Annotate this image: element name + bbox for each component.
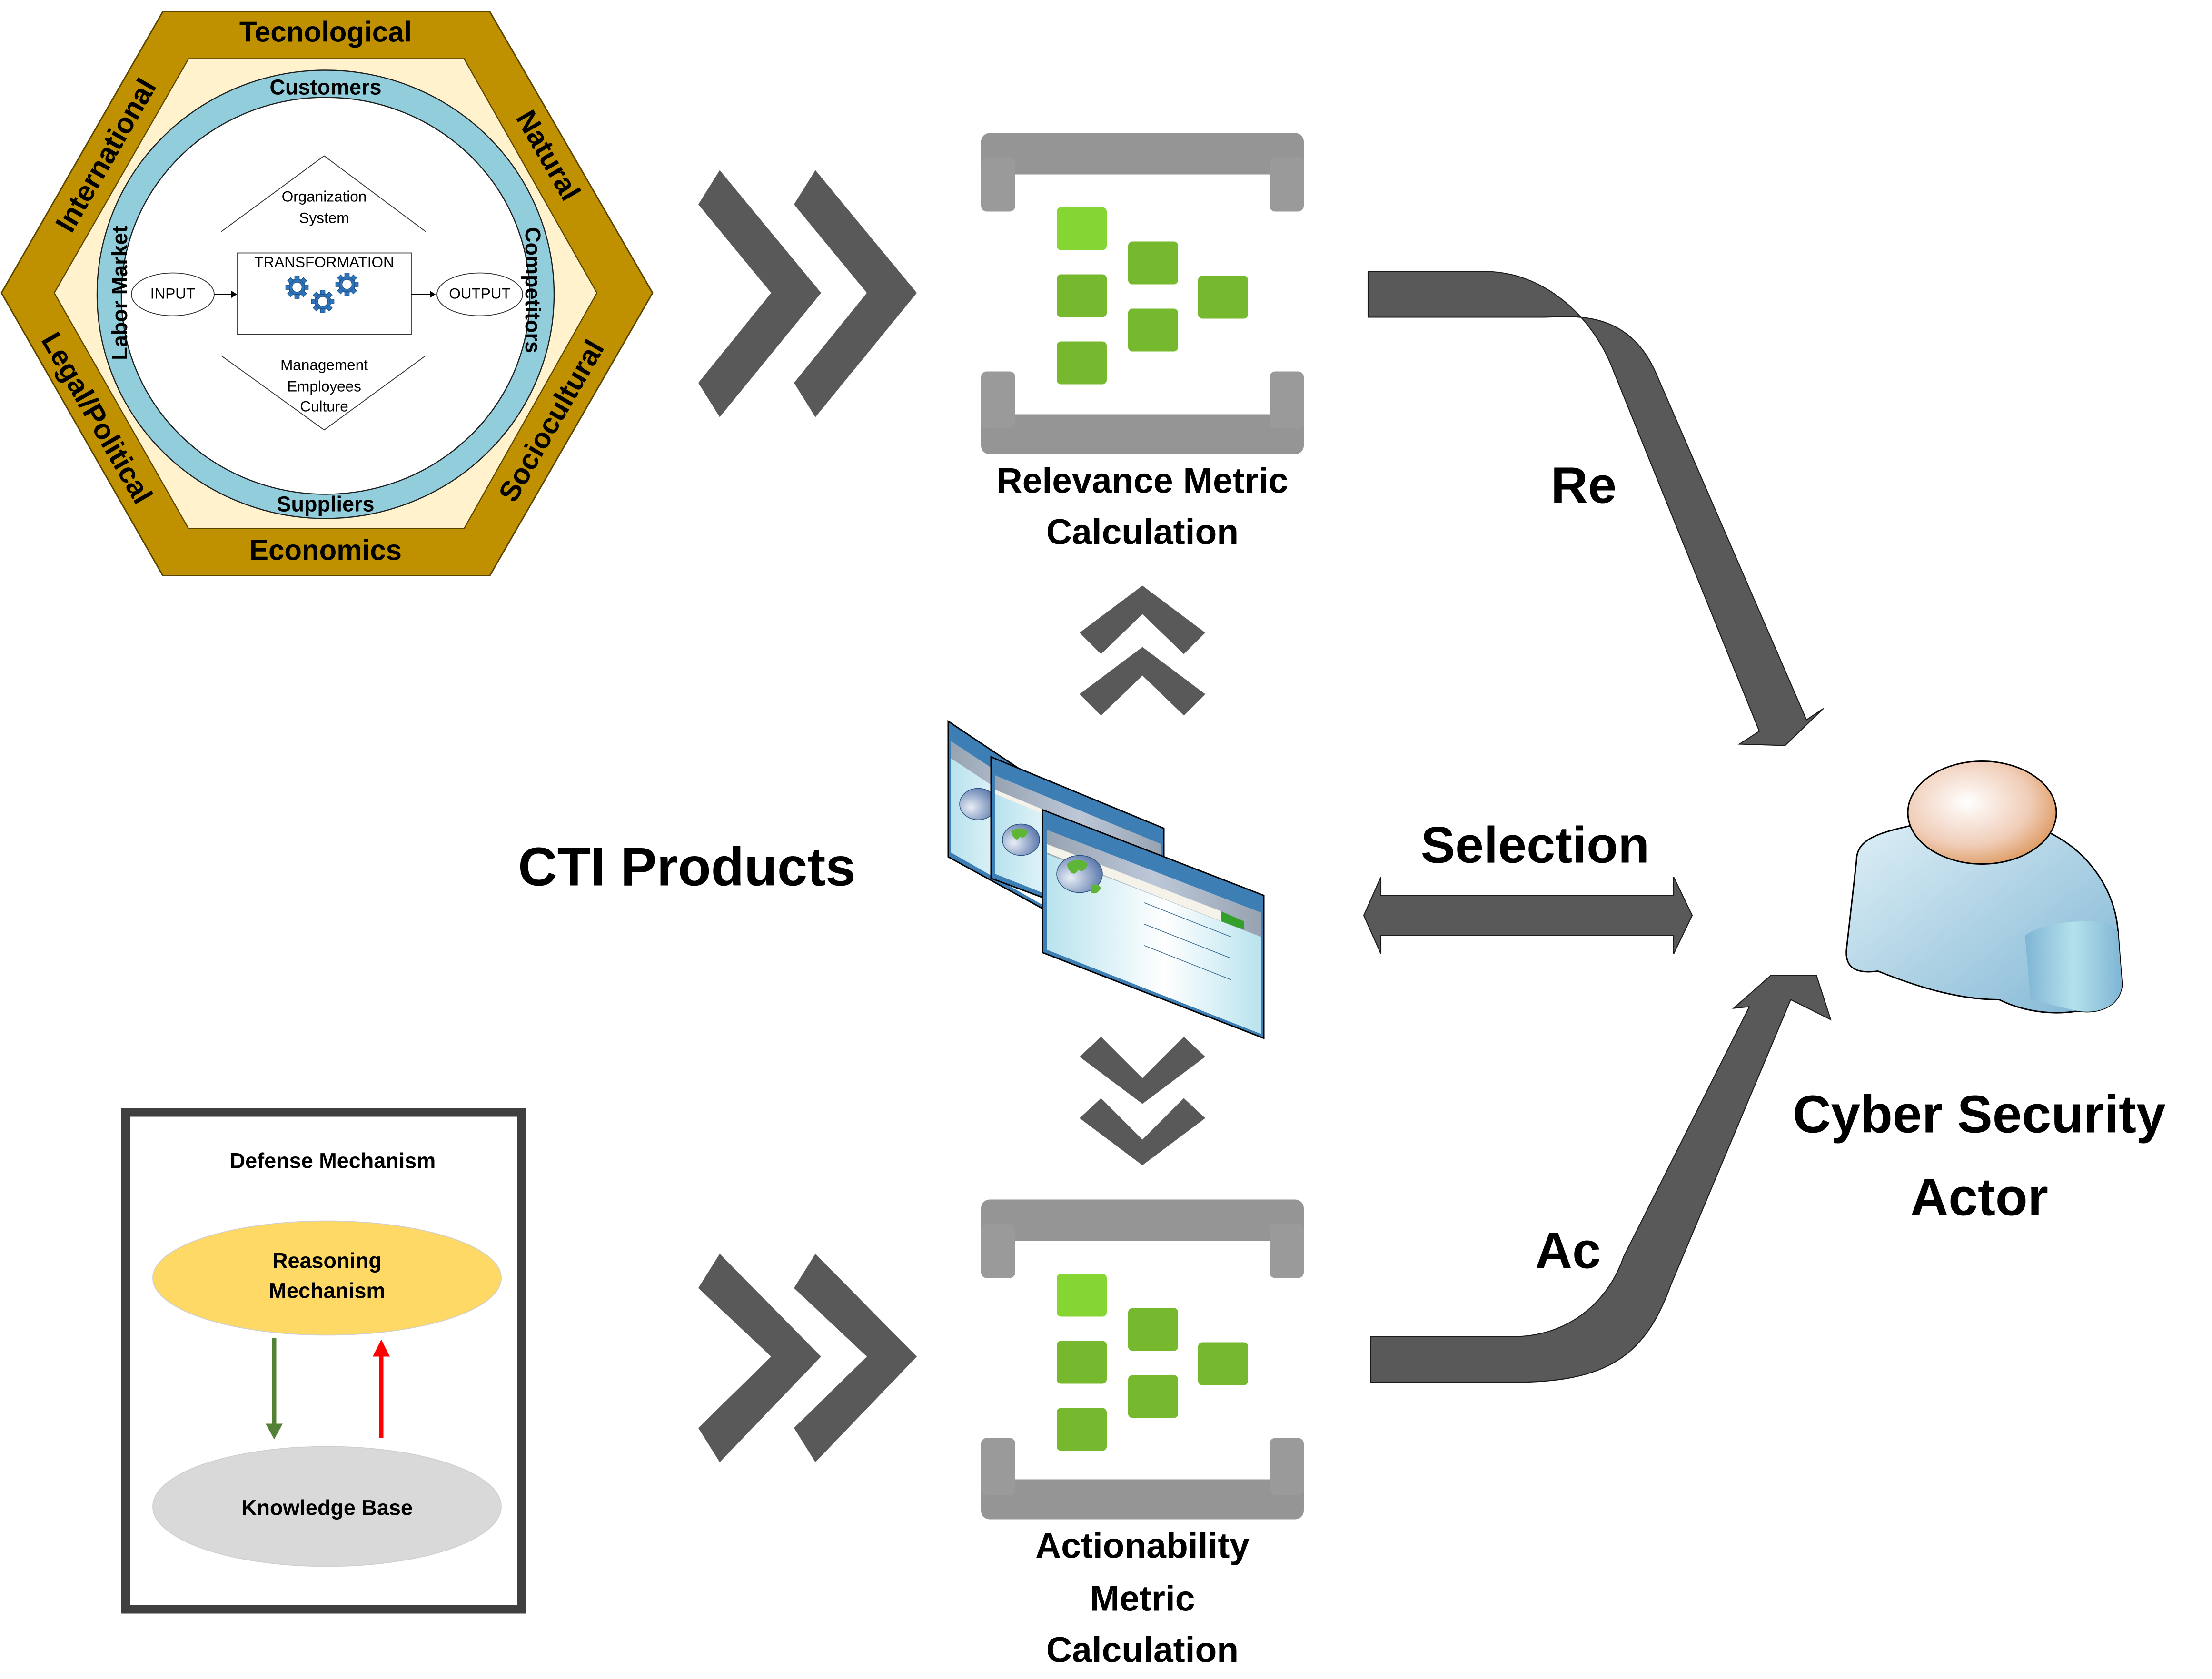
actionability-arrow bbox=[1370, 975, 1832, 1383]
input-label: INPUT bbox=[150, 285, 196, 302]
selection-arrow bbox=[1363, 877, 1693, 954]
upper-triangle-line-2: System bbox=[299, 209, 349, 227]
environment-model: Tecnological Economics International Nat… bbox=[0, 10, 654, 576]
lower-triangle-line-2: Employees bbox=[287, 378, 361, 395]
user-icon bbox=[1845, 760, 2123, 1014]
user-arm bbox=[2025, 921, 2122, 1012]
ring-label-bottom: Suppliers bbox=[277, 492, 374, 516]
actor-label-line-2: Actor bbox=[1910, 1168, 2048, 1227]
ring-label-top: Customers bbox=[269, 75, 381, 99]
selection-label: Selection bbox=[1421, 816, 1649, 874]
lower-triangle-line-3: Culture bbox=[300, 398, 348, 415]
query-arrow-down bbox=[266, 1338, 283, 1440]
actionability-label-line-3: Calculation bbox=[1046, 1630, 1239, 1670]
transformation-label: TRANSFORMATION bbox=[254, 254, 394, 271]
reasoning-mechanism-node bbox=[152, 1220, 502, 1336]
relevance-arrow bbox=[1367, 271, 1824, 746]
ring-label-left: Labor Market bbox=[108, 226, 132, 360]
relevance-metric-icon bbox=[981, 133, 1304, 454]
reasoning-label-line-2: Mechanism bbox=[268, 1279, 385, 1303]
lower-triangle bbox=[221, 355, 426, 431]
knowledge-base-node bbox=[152, 1446, 502, 1567]
browser-windows-icon bbox=[947, 720, 1265, 1039]
double-chevron-right-bottom bbox=[698, 1254, 917, 1462]
defense-title: Defense Mechanism bbox=[230, 1149, 436, 1173]
cti-products-label: CTI Products bbox=[518, 837, 855, 898]
browser-window-3 bbox=[1042, 809, 1265, 1039]
relevance-label-line-1: Relevance Metric bbox=[997, 461, 1289, 501]
double-chevron-right-top bbox=[698, 170, 917, 417]
hex-label-top: Tecnological bbox=[239, 16, 412, 48]
input-arrowhead bbox=[231, 291, 237, 298]
output-node bbox=[436, 272, 523, 316]
upper-triangle-line-1: Organization bbox=[282, 188, 367, 205]
relevance-arrow-label: Re bbox=[1551, 456, 1617, 514]
actionability-label-line-2: Metric bbox=[1090, 1579, 1195, 1619]
lower-triangle-line-1: Management bbox=[280, 356, 368, 374]
actionability-label-line-1: Actionability bbox=[1035, 1526, 1250, 1566]
actionability-arrow-label: Ac bbox=[1535, 1222, 1601, 1279]
ring-label-right: Competitors bbox=[521, 227, 545, 353]
user-head bbox=[1907, 760, 2057, 865]
output-label: OUTPUT bbox=[449, 285, 510, 302]
actor-label-line-1: Cyber Security bbox=[1793, 1085, 2166, 1144]
relevance-label-line-2: Calculation bbox=[1046, 512, 1239, 552]
defense-mechanism-box: Defense Mechanism Reasoning Mechanism Kn… bbox=[121, 1108, 526, 1614]
upper-triangle bbox=[221, 155, 426, 232]
double-chevron-down bbox=[1080, 1037, 1205, 1165]
knowledge-base-label: Knowledge Base bbox=[241, 1496, 413, 1520]
feedback-arrow-up bbox=[373, 1339, 390, 1438]
double-chevron-up bbox=[1080, 585, 1205, 716]
actionability-metric-icon bbox=[981, 1199, 1304, 1520]
output-arrowhead bbox=[430, 291, 436, 298]
hex-label-bottom: Economics bbox=[249, 534, 402, 566]
reasoning-label-line-1: Reasoning bbox=[272, 1249, 382, 1273]
